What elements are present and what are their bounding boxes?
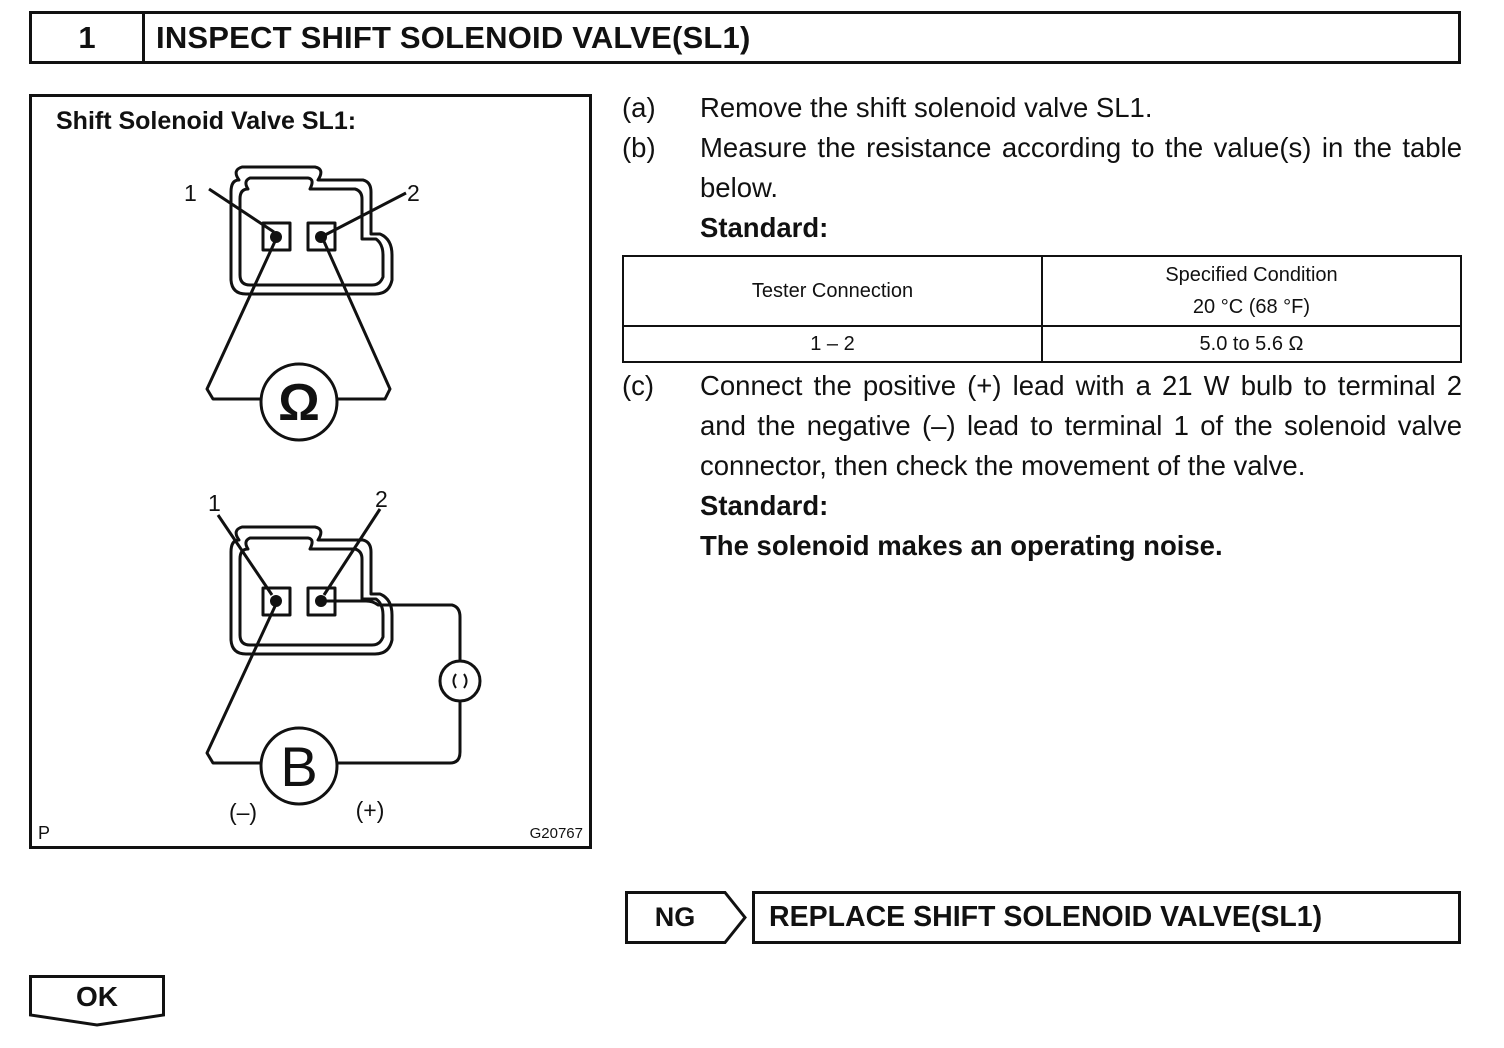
battery-icon: B	[280, 735, 317, 798]
figure-title: Shift Solenoid Valve SL1:	[56, 107, 357, 135]
terminal-2-label-bottom: 2	[375, 486, 388, 512]
standard-result: The solenoid makes an operating noise.	[700, 530, 1223, 561]
connector-bottom	[229, 525, 394, 656]
ng-branch: NG REPLACE SHIFT SOLENOID VALVE(SL1)	[625, 891, 1461, 944]
instruction-c: (c) Connect the positive (+) lead with a…	[622, 366, 1462, 566]
ng-arrow-icon	[625, 891, 747, 944]
ng-action-box: REPLACE SHIFT SOLENOID VALVE(SL1)	[752, 891, 1461, 944]
standard-heading: Standard:	[700, 490, 829, 521]
ok-arrow-icon	[29, 975, 165, 1027]
table-header-cell: Specified Condition 20 °C (68 °F)	[1041, 255, 1462, 327]
ng-action-text: REPLACE SHIFT SOLENOID VALVE(SL1)	[769, 901, 1323, 933]
step-header: 1 INSPECT SHIFT SOLENOID VALVE(SL1)	[29, 11, 1461, 64]
positive-terminal-label: (+)	[356, 797, 385, 823]
spec-table: Tester Connection Specified Condition 20…	[622, 255, 1462, 363]
instruction-text: Remove the shift solenoid valve SL1.	[700, 92, 1153, 123]
table-header-cell: Tester Connection	[622, 255, 1043, 327]
wiring-diagram: 1 2 1 2 Ω B (–) (+)	[184, 165, 482, 825]
ohmmeter-icon: Ω	[278, 374, 320, 432]
terminal-1-label-bottom: 1	[208, 490, 221, 516]
ng-label: NG	[654, 902, 696, 932]
instruction-b: (b) Measure the resistance according to …	[622, 128, 1462, 248]
table-cell: 5.0 to 5.6 Ω	[1041, 325, 1462, 363]
solenoid-illustration: Shift Solenoid Valve SL1:	[29, 94, 592, 849]
table-header-row: Tester Connection Specified Condition 20…	[622, 255, 1462, 327]
ok-label: OK	[76, 981, 118, 1012]
table-header-text: Specified Condition	[1165, 264, 1338, 286]
instruction-label: (b)	[622, 132, 656, 163]
standard-heading: Standard:	[700, 212, 829, 243]
table-header-text: 20 °C (68 °F)	[1192, 296, 1311, 318]
step-number: 1	[32, 14, 145, 61]
table-cell: 1 – 2	[622, 325, 1043, 363]
figure-code: G20767	[529, 825, 583, 842]
connector-top	[229, 165, 394, 296]
table-row: 1 – 2 5.0 to 5.6 Ω	[622, 325, 1462, 363]
instruction-label: (a)	[622, 92, 656, 123]
ok-branch: OK	[29, 975, 165, 1027]
terminal-1-label-top: 1	[184, 180, 197, 206]
instruction-a: (a) Remove the shift solenoid valve SL1.	[622, 88, 1462, 128]
instruction-label: (c)	[622, 370, 655, 401]
instruction-text: Measure the resistance according to the …	[700, 132, 1462, 203]
figure-corner-mark: P	[38, 823, 51, 843]
step-title: INSPECT SHIFT SOLENOID VALVE(SL1)	[156, 19, 751, 55]
table-header-text: Tester Connection	[751, 279, 914, 302]
instruction-text: Connect the positive (+) lead with a 21 …	[700, 370, 1462, 481]
negative-terminal-label: (–)	[229, 799, 257, 825]
terminal-2-label-top: 2	[407, 180, 420, 206]
